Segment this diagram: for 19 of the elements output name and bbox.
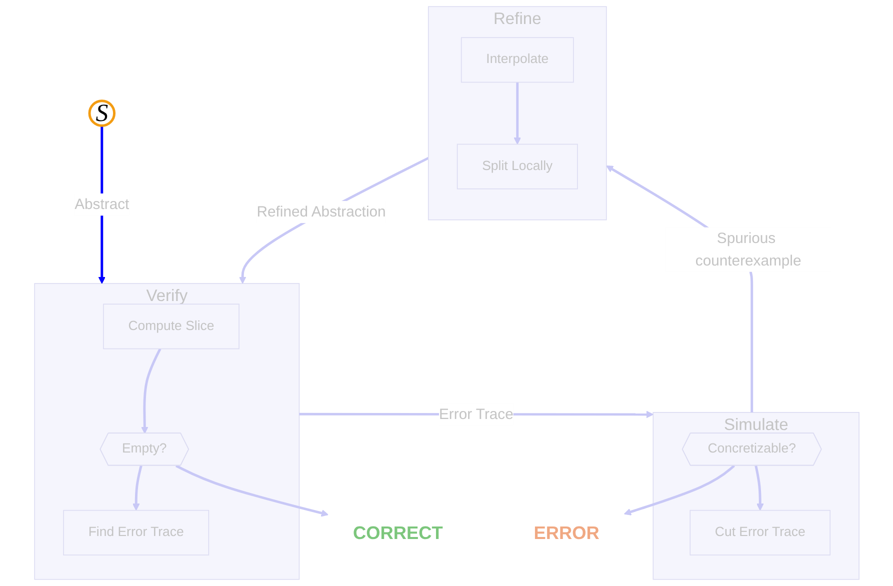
edge-label: Abstract [74, 196, 129, 212]
arrow [140, 348, 161, 434]
arrow [175, 464, 328, 517]
arrow [238, 156, 429, 284]
node-box: Cut Error Trace [689, 510, 830, 556]
edge-label: Refined Abstraction [256, 203, 386, 220]
node-text: ERROR [533, 522, 600, 544]
node-box: Compute Slice [102, 304, 240, 350]
arrow [132, 465, 142, 511]
arrow [513, 82, 521, 145]
edge-label: Spurious counterexample [695, 230, 801, 269]
node-box: Split Locally [456, 144, 578, 190]
edge-label: Error Trace [438, 406, 514, 422]
node-circle: S [88, 100, 116, 127]
node-box: Find Error Trace [62, 510, 209, 556]
arrow [754, 465, 764, 511]
node-text: CORRECT [352, 522, 443, 544]
node-box: Interpolate [460, 37, 574, 83]
arrow [624, 464, 735, 516]
